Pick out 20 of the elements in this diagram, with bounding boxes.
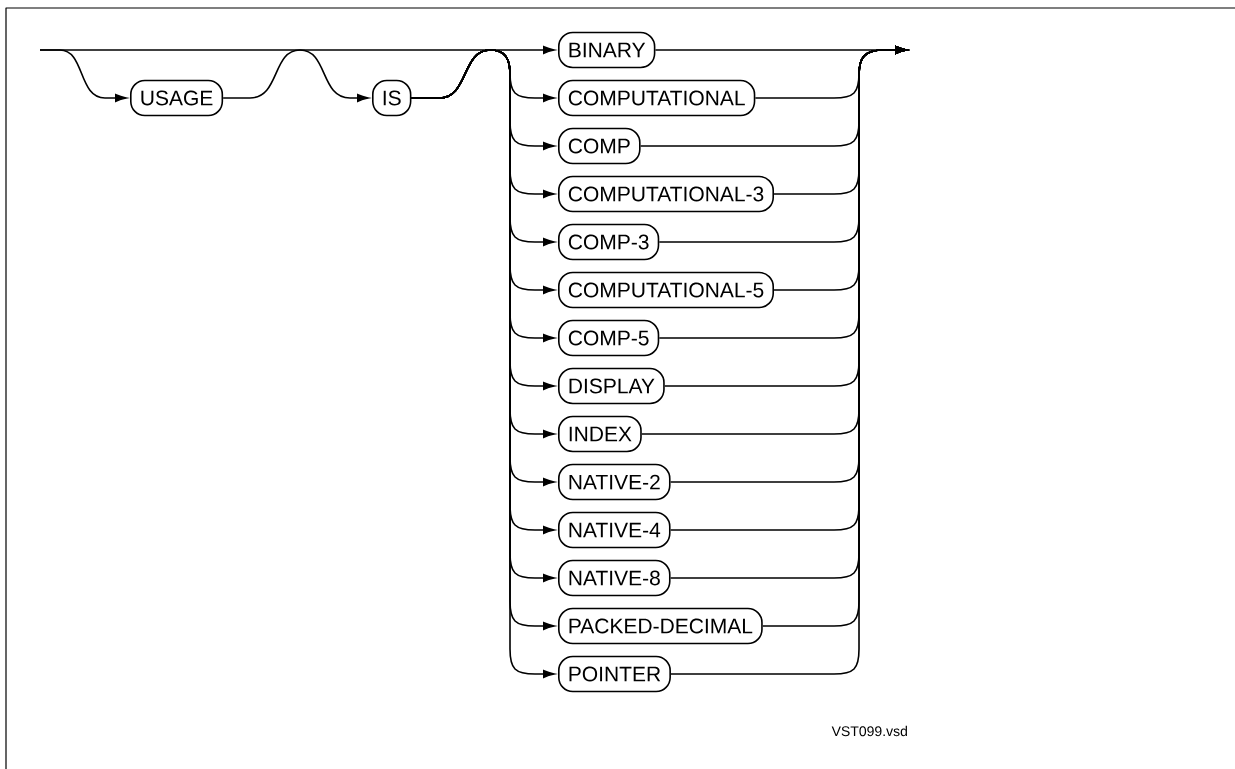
keyword-box: NATIVE-8 xyxy=(558,559,671,597)
arrow xyxy=(222,49,369,103)
keyword-box: USAGE xyxy=(130,79,224,117)
keyword-box: COMPUTATIONAL-3 xyxy=(558,175,774,213)
keyword-box: NATIVE-4 xyxy=(558,511,671,549)
keyword-box: COMPUTATIONAL xyxy=(558,79,756,117)
keyword-box: COMP-3 xyxy=(558,223,660,261)
keyword-box: COMPUTATIONAL-5 xyxy=(558,271,774,309)
file-name: VST099.vsd xyxy=(831,725,907,737)
keyword-box: BINARY xyxy=(558,31,656,69)
keyword-box: IS xyxy=(372,79,412,117)
keyword-box: PACKED-DECIMAL xyxy=(558,607,763,645)
keyword-box: COMP xyxy=(558,127,641,165)
arrow xyxy=(670,45,907,675)
keyword-box: DISPLAY xyxy=(558,367,665,405)
arrow xyxy=(39,49,127,103)
keyword-box: COMP-5 xyxy=(558,319,660,357)
keyword-box: NATIVE-2 xyxy=(558,463,671,501)
keyword-box: INDEX xyxy=(558,415,642,453)
keyword-box: POINTER xyxy=(558,655,671,693)
